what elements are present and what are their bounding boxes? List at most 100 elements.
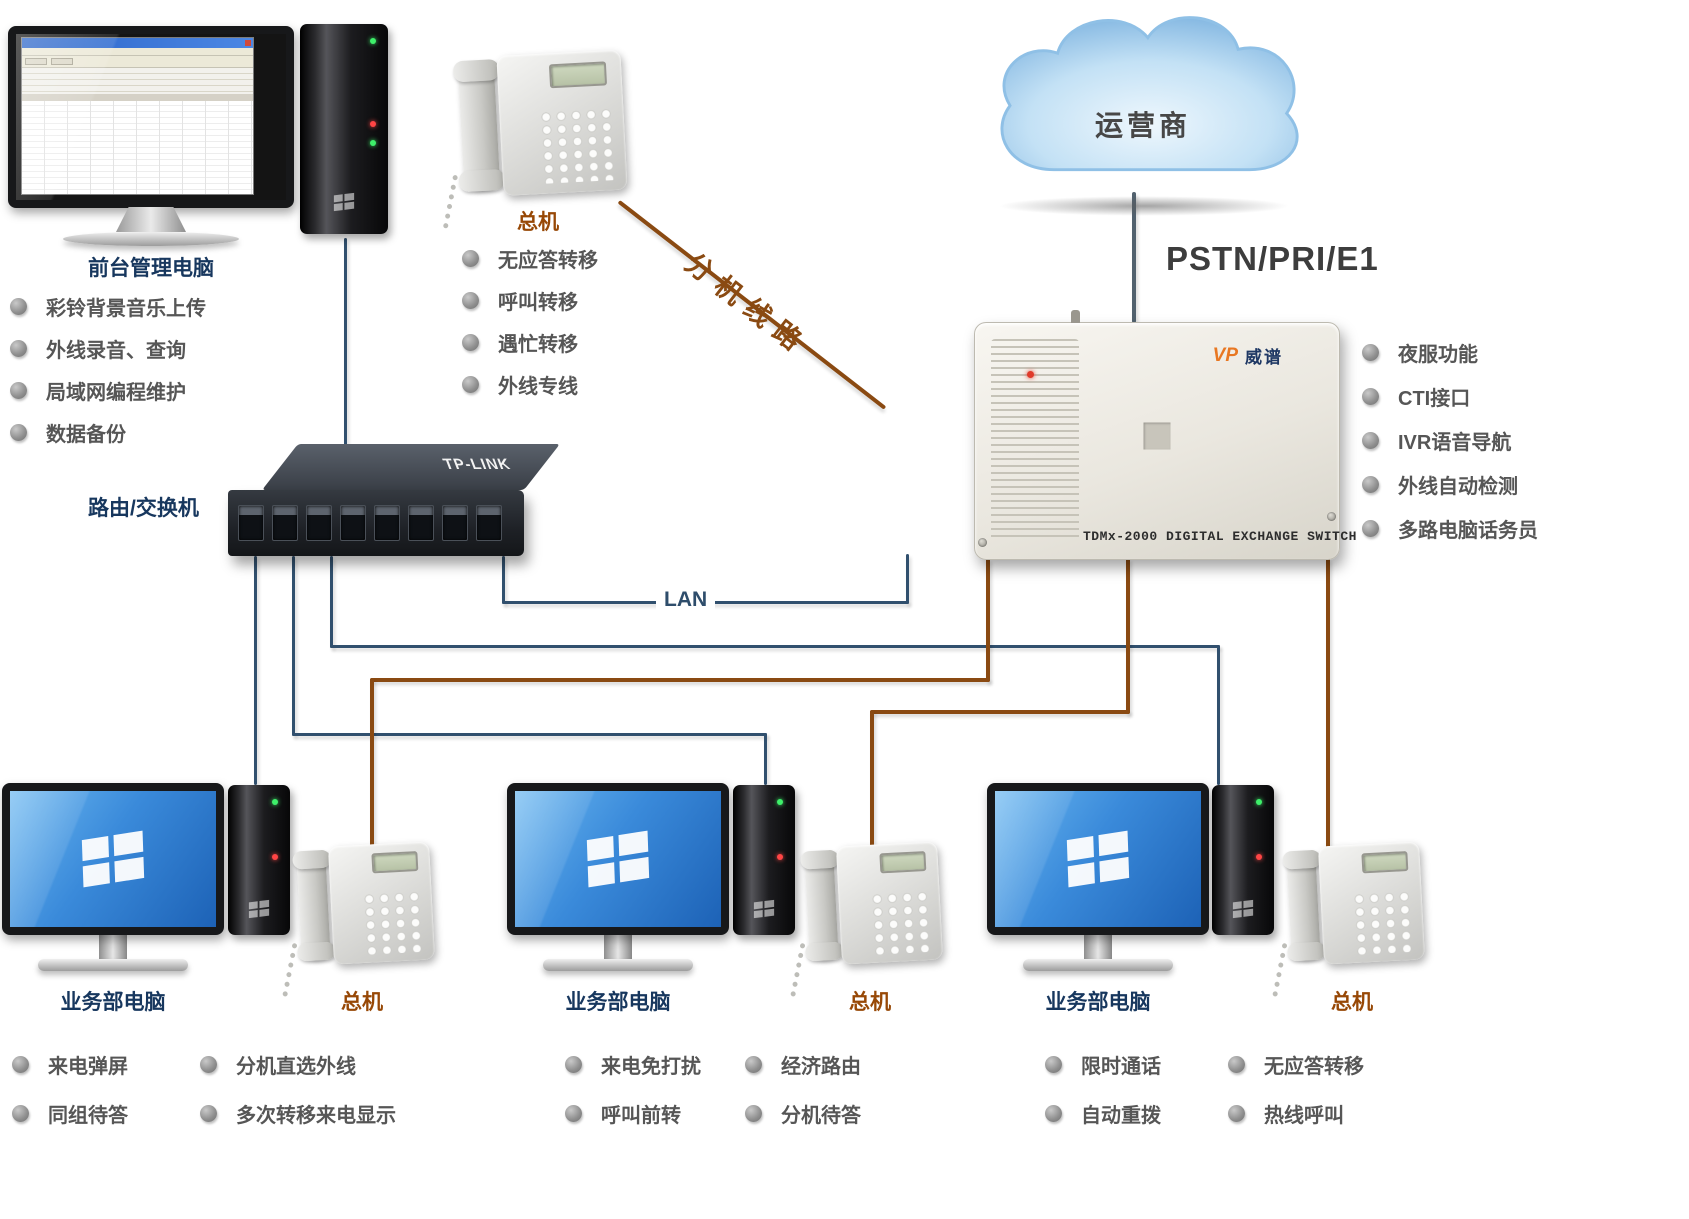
bullet-icon xyxy=(10,340,27,357)
phone-keypad xyxy=(1351,890,1416,955)
feature-item: 限时通话 xyxy=(1045,1050,1161,1079)
feature-item: CTI接口 xyxy=(1362,382,1538,411)
admin-monitor xyxy=(8,26,294,246)
workstation-monitor xyxy=(987,783,1209,971)
feature-item: 夜服功能 xyxy=(1362,338,1538,367)
carrier-cloud: 运营商 xyxy=(978,6,1308,211)
pbx-model-text: TDMx-2000 DIGITAL EXCHANGE SWITCH xyxy=(1083,529,1357,544)
bullet-icon xyxy=(1362,432,1379,449)
bullet-icon xyxy=(462,376,479,393)
lan-line-ws2-v2 xyxy=(764,733,767,785)
bullet-icon xyxy=(1362,476,1379,493)
bullet-icon xyxy=(745,1105,762,1122)
feature-label: 呼叫转移 xyxy=(498,292,578,314)
feature-label: IVR语音导航 xyxy=(1398,432,1512,454)
hdd-led xyxy=(370,120,376,127)
operator-phone-feature-list: 无应答转移 呼叫转移 遇忙转移 外线专线 xyxy=(462,244,598,399)
operator-phone-label: 总机 xyxy=(517,211,559,234)
bullet-icon xyxy=(10,424,27,441)
app-filter-panel xyxy=(22,68,253,93)
feature-label: 夜服功能 xyxy=(1398,344,1478,366)
ws3-feature-list-right: 无应答转移 热线呼叫 xyxy=(1228,1050,1364,1128)
feature-label: 多路电脑话务员 xyxy=(1398,520,1538,542)
feature-item: 呼叫转移 xyxy=(462,286,598,315)
monitor-screen xyxy=(507,783,729,935)
feature-label: 彩铃背景音乐上传 xyxy=(46,298,206,320)
feature-item: IVR语音导航 xyxy=(1362,426,1538,455)
bullet-icon xyxy=(1362,344,1379,361)
management-software-window xyxy=(21,37,254,195)
phone-keypad xyxy=(361,890,426,955)
lan-line-pbx-v1 xyxy=(502,556,505,604)
app-record-table xyxy=(22,94,253,194)
phone-line-ws1-v1 xyxy=(986,558,990,682)
feature-label: 外线专线 xyxy=(498,376,578,398)
ws3-feature-list-left: 限时通话 自动重拨 xyxy=(1045,1050,1161,1128)
phone-handset xyxy=(1286,851,1322,960)
phone-display xyxy=(1360,851,1409,874)
phone-body xyxy=(836,841,943,965)
ethernet-port xyxy=(238,505,264,541)
ws1-feature-list-left: 来电弹屏 同组待答 xyxy=(12,1050,128,1128)
feature-item: 经济路由 xyxy=(745,1050,861,1079)
pbx-screw xyxy=(978,538,987,547)
bullet-icon xyxy=(1362,520,1379,537)
workstation-pc-label: 业务部电脑 xyxy=(60,991,166,1014)
pbx-unit: VP 威谱 TDMx-2000 DIGITAL EXCHANGE SWITCH xyxy=(974,310,1357,560)
bullet-icon xyxy=(12,1056,29,1073)
feature-label: 遇忙转移 xyxy=(498,334,578,356)
feature-item: 自动重拨 xyxy=(1045,1099,1161,1128)
bullet-icon xyxy=(1228,1105,1245,1122)
monitor-stand-base xyxy=(543,959,693,971)
phone-handset xyxy=(804,851,840,960)
phone-keypad xyxy=(537,107,616,185)
ws1-feature-list-right: 分机直选外线 多次转移来电显示 xyxy=(200,1050,396,1128)
bullet-icon xyxy=(745,1056,762,1073)
power-led xyxy=(777,799,783,805)
toolbar-chip xyxy=(25,58,48,66)
cloud-icon xyxy=(1000,16,1299,172)
lan-line-ws3-v1 xyxy=(330,556,333,648)
switch-label: 路由/交换机 xyxy=(88,497,199,520)
lan-line-ws2-h xyxy=(292,733,767,736)
windows-logo-icon xyxy=(1064,821,1132,897)
feature-label: 分机待答 xyxy=(781,1105,861,1127)
bullet-icon xyxy=(1045,1056,1062,1073)
feature-item: 数据备份 xyxy=(10,418,206,447)
ws2-feature-list-left: 来电免打扰 呼叫前转 xyxy=(565,1050,701,1128)
extension-line-label: 分机线路 xyxy=(679,247,815,363)
monitor-stand-neck xyxy=(1084,934,1112,959)
monitor-stand-neck xyxy=(99,934,127,959)
bullet-icon xyxy=(462,250,479,267)
ethernet-port xyxy=(340,505,366,541)
feature-item: 多路电脑话务员 xyxy=(1362,514,1538,543)
lan-line-ws3-h xyxy=(330,645,1220,648)
workstation-tower-pc xyxy=(733,785,795,935)
feature-label: 热线呼叫 xyxy=(1264,1105,1344,1127)
feature-label: 局域网编程维护 xyxy=(46,382,186,404)
phone-line-ws3 xyxy=(1326,558,1330,850)
feature-label: 分机直选外线 xyxy=(236,1056,356,1078)
bullet-icon xyxy=(1045,1105,1062,1122)
lan-line-admin xyxy=(344,238,347,446)
workstation-monitor xyxy=(2,783,224,971)
workstation-phone xyxy=(790,841,943,997)
phone-display xyxy=(549,61,608,89)
feature-label: 无应答转移 xyxy=(498,250,598,272)
lan-line-ws1 xyxy=(254,556,257,785)
ethernet-port xyxy=(306,505,332,541)
monitor-stand-base xyxy=(1023,959,1173,971)
toolbar-chip xyxy=(51,58,74,66)
bullet-icon xyxy=(200,1105,217,1122)
pbx-center-button xyxy=(1143,422,1171,450)
brand-name: 威谱 xyxy=(1245,348,1283,367)
hdd-led xyxy=(777,854,783,860)
phone-line-ws2-h xyxy=(870,710,1130,714)
ethernet-port xyxy=(374,505,400,541)
workstation-phone-label: 总机 xyxy=(849,991,891,1014)
phone-body xyxy=(328,841,435,965)
phone-body xyxy=(1318,841,1425,965)
phone-body xyxy=(496,49,628,196)
ethernet-port xyxy=(442,505,468,541)
